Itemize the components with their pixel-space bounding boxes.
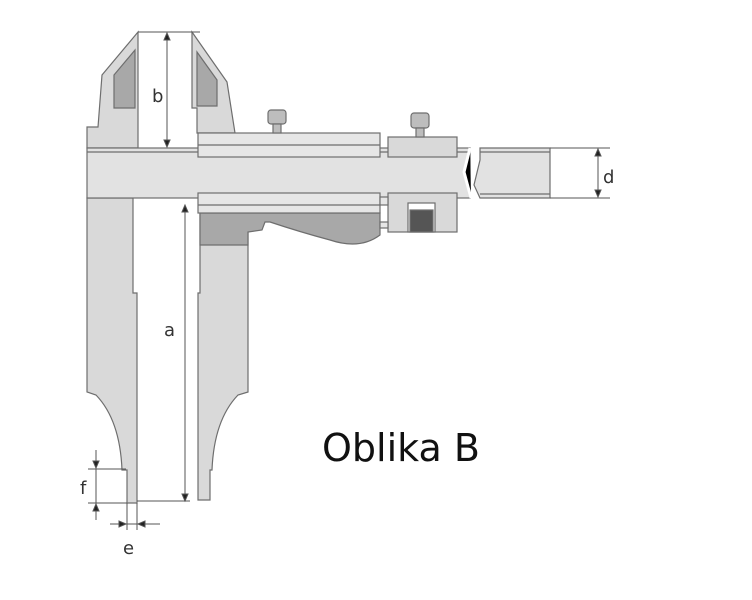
dim-a-label: a (164, 320, 175, 341)
movable-jaw-recess (196, 50, 218, 107)
beam-end (473, 147, 551, 199)
movable-lower-jaw (197, 212, 249, 501)
fixed-lower-jaw (86, 197, 138, 504)
adjust-wheel (409, 209, 434, 233)
dim-b-label: b (152, 86, 163, 107)
dim-d-label: d (603, 167, 614, 188)
fine-adjust-top (387, 136, 458, 158)
slider-body (199, 212, 381, 246)
dim-f-label: f (80, 478, 87, 499)
slider-bottom (197, 192, 381, 214)
locking-screw-2 (410, 112, 430, 129)
locking-screw-1 (267, 109, 287, 125)
diagram-title: Oblika B (322, 426, 480, 470)
dim-e-label: e (123, 538, 134, 559)
fixed-jaw-recess (113, 48, 136, 109)
